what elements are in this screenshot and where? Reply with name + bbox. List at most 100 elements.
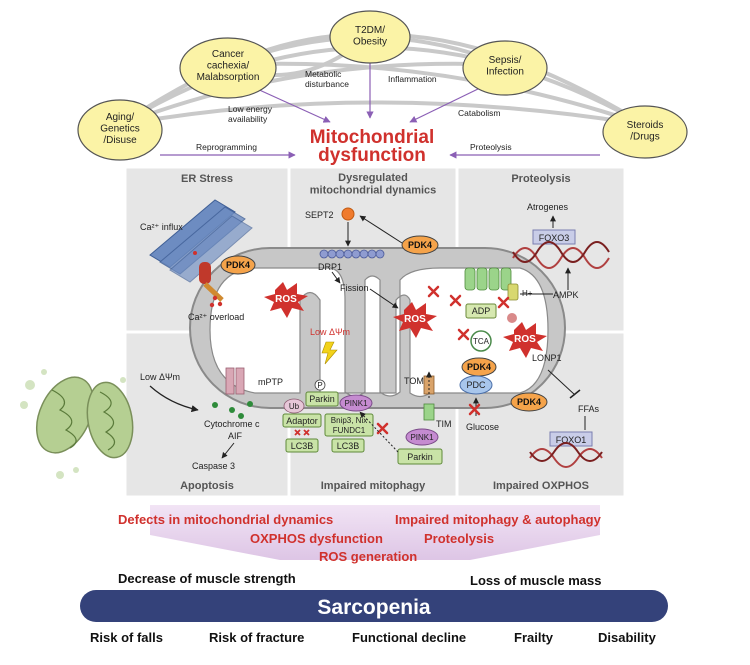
dna-bottom (529, 448, 603, 468)
foxo1-label: FOXO1 (556, 435, 587, 445)
cause-aging-label: Aging/Genetics/Disuse (100, 112, 139, 146)
low-dpsim-left-label: Low ΔΨm (140, 372, 180, 382)
lightning-icon (321, 341, 338, 365)
parkin-bottom-label: Parkin (407, 452, 433, 462)
lc3b-box-right (331, 438, 365, 453)
pdk4-oxphos-outer: PDK4 (510, 392, 548, 412)
cause-sepsis: Sepsis/Infection (462, 40, 548, 96)
etc-complexes (464, 267, 519, 301)
adp-box (465, 303, 497, 319)
ros-center-label: ROS (404, 314, 426, 325)
caspase-label: Caspase 3 (192, 461, 235, 471)
panel-title-apoptosis: Apoptosis (180, 480, 234, 492)
ros-burst-center: ROS (393, 302, 437, 338)
central-title-line2: dysfunction (318, 145, 426, 166)
parkin-top-box (305, 391, 339, 407)
sarcopenia-title: Sarcopenia (317, 596, 431, 619)
panel-title-er-stress: ER Stress (181, 173, 233, 185)
drp1-label: DRP1 (318, 262, 342, 272)
edge-inflammation: Inflammation (388, 74, 437, 84)
fundc1-label: FUNDC1 (333, 426, 366, 435)
edge-catabolism: Catabolism (458, 108, 501, 118)
adaptor-box (282, 413, 322, 428)
lc3b-box-left (285, 438, 319, 453)
endoplasmic-reticulum (149, 199, 253, 283)
side-mitochondria (20, 369, 134, 479)
panel-title-mitophagy: Impaired mitophagy (321, 480, 426, 492)
cause-arrows (160, 62, 600, 159)
summary-mitophagy: Impaired mitophagy & autophagy (395, 512, 602, 527)
cause-steroids: Steroids/Drugs (602, 105, 688, 159)
drp1-chain (319, 249, 385, 259)
ros-burst-right: ROS (503, 322, 547, 358)
aif-label: AIF (228, 431, 243, 441)
outcome-mass: Loss of muscle mass (470, 573, 602, 588)
pdk4-inner-label: PDK4 (467, 362, 491, 372)
cause-steroids-label: Steroids/Drugs (627, 120, 664, 143)
tca-cycle (470, 330, 492, 352)
ros-burst-left: ROS (264, 282, 308, 318)
cause-sepsis-label: Sepsis/Infection (486, 55, 524, 78)
ca-influx-label: Ca²⁺ influx (140, 222, 183, 232)
mito-ribosome (507, 313, 517, 323)
summary-proteolysis: Proteolysis (424, 531, 494, 546)
summary-funnel (150, 505, 600, 560)
risk-functional-decline: Functional decline (352, 630, 466, 645)
sept2-sphere (341, 207, 355, 221)
mptp-channel (225, 367, 245, 395)
pdc-label: PDC (466, 380, 486, 390)
phospho-label: P (317, 381, 322, 390)
parkin-bottom-box (397, 448, 443, 465)
outcome-strength: Decrease of muscle strength (118, 571, 296, 586)
cause-t2dm-label: T2DM/Obesity (353, 25, 387, 48)
tom-tim-complex (423, 371, 435, 421)
pink1-top-label: PINK1 (344, 399, 368, 408)
ros-right-label: ROS (514, 334, 536, 345)
adaptor-x-marks (294, 429, 310, 436)
pdk4-outer-label: PDK4 (517, 397, 541, 407)
lc3b-right-label: LC3B (337, 441, 360, 451)
cytochrome-label: Cytochrome c (204, 419, 260, 429)
tom-label: TOM (404, 376, 424, 386)
panel-title-proteolysis: Proteolysis (511, 173, 570, 185)
pdk4-er: PDK4 (220, 255, 256, 275)
panel-title-oxphos: Impaired OXPHOS (493, 480, 589, 492)
mptp-label: mPTP (258, 377, 283, 387)
pink1-bottom-oval (405, 428, 439, 446)
summary-ros: ROS generation (319, 549, 417, 564)
pdk4-er-label: PDK4 (226, 260, 250, 270)
summary-defects: Defects in mitochondrial dynamics (118, 512, 333, 527)
pdk4-dynamics: PDK4 (401, 235, 439, 255)
glucose-label: Glucose (466, 422, 499, 432)
risk-fracture: Risk of fracture (209, 630, 304, 645)
risk-frailty: Frailty (514, 630, 554, 645)
sept2-label: SEPT2 (305, 210, 334, 220)
foxo1-box (549, 431, 593, 447)
cause-t2dm: T2DM/Obesity (329, 10, 411, 64)
adp-label: ADP (472, 306, 491, 316)
ffas-label: FFAs (578, 404, 600, 414)
ca-overload-label: Ca²⁺ overload (188, 312, 244, 322)
ub-oval (283, 398, 305, 414)
pdk4-dynamics-label: PDK4 (408, 240, 432, 250)
risk-falls: Risk of falls (90, 630, 163, 645)
calcium-channel (193, 251, 224, 308)
low-dpsim-center-label: Low ΔΨm (310, 327, 350, 337)
cause-aging: Aging/Genetics/Disuse (77, 99, 163, 161)
pink1-bottom-label: PINK1 (410, 433, 434, 442)
h-plus-label: H+ (522, 289, 533, 298)
bnip3-label: Bnip3, Nix (331, 416, 367, 425)
cytochrome-dots (212, 401, 253, 419)
sarcopenia-banner (80, 590, 668, 622)
inhibition-x-marks (376, 285, 510, 435)
tim-label: TIM (436, 419, 452, 429)
adaptor-label: Adaptor (286, 416, 318, 426)
risk-list: Risk of falls Risk of fracture Functiona… (90, 630, 657, 645)
pdc-oval (459, 375, 493, 395)
